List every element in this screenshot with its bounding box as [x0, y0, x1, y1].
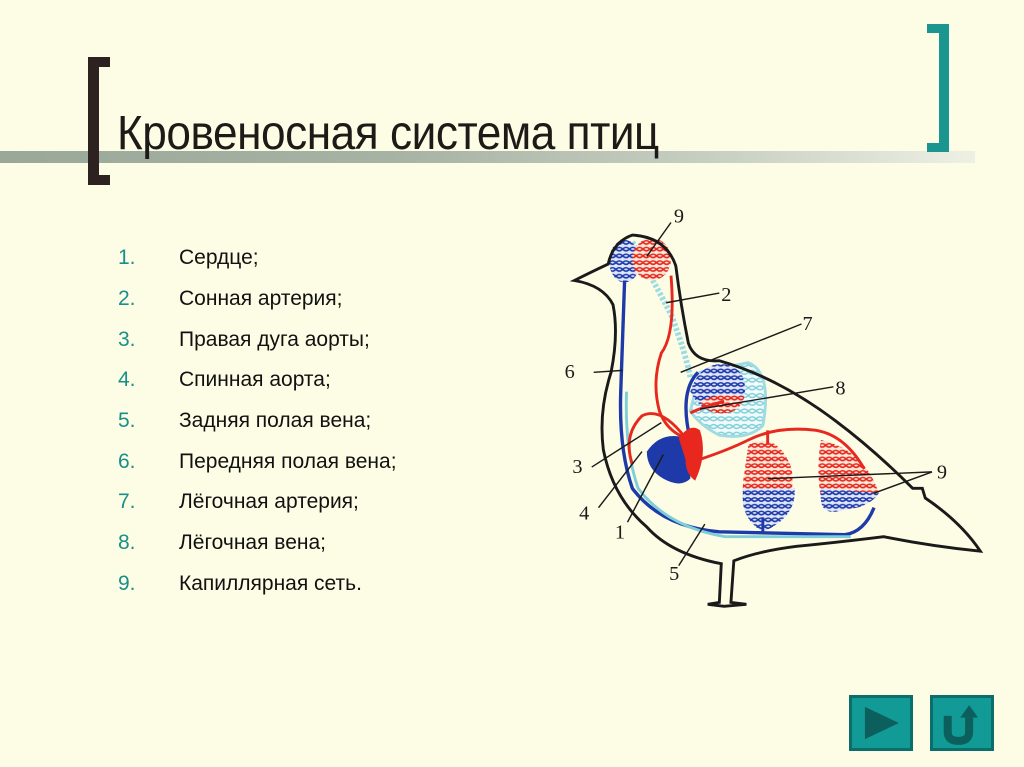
legend-item: 8. Лёгочная вена; [118, 523, 397, 564]
legend-item: 3. Правая дуга аорты; [118, 319, 397, 360]
legend-number: 4. [118, 368, 136, 392]
legend-number: 5. [118, 409, 136, 433]
legend-label: Передняя полая вена; [179, 449, 397, 473]
bird-circulatory-diagram: 9 2 7 6 8 3 9 4 1 5 [555, 195, 990, 627]
play-triangle-icon [864, 706, 899, 740]
svg-text:8: 8 [835, 378, 845, 400]
pulmonary-vein [689, 399, 725, 415]
u-turn-arrow-icon [943, 705, 979, 745]
legend-label: Сонная артерия; [179, 287, 343, 311]
svg-text:6: 6 [565, 361, 575, 383]
carotid-artery [654, 275, 687, 440]
legend-label: Лёгочная вена; [179, 531, 327, 555]
svg-text:9: 9 [937, 462, 947, 484]
return-button[interactable] [930, 695, 994, 751]
bird-outline [569, 233, 984, 608]
legend-number: 2. [118, 287, 136, 311]
title-divider-bar [0, 151, 975, 163]
legend-item: 5. Задняя полая вена; [118, 401, 397, 442]
legend-item: 1. Сердце; [118, 238, 397, 279]
legend-number: 3. [118, 327, 136, 351]
legend-item: 9. Капиллярная сеть. [118, 564, 397, 605]
heart [646, 436, 691, 484]
legend-label: Задняя полая вена; [179, 409, 372, 433]
legend-label: Капиллярная сеть. [179, 571, 362, 595]
svg-text:7: 7 [802, 313, 812, 335]
right-bracket-decoration [927, 24, 949, 152]
label-9-head: 9 [674, 206, 684, 228]
svg-text:4: 4 [579, 502, 589, 524]
legend-number: 7. [118, 490, 136, 514]
legend-label: Лёгочная артерия; [179, 490, 359, 514]
svg-text:5: 5 [669, 563, 679, 585]
legend-item: 7. Лёгочная артерия; [118, 482, 397, 523]
legend-label: Спинная аорта; [179, 368, 331, 392]
legend-number: 6. [118, 449, 136, 473]
legend-item: 4. Спинная аорта; [118, 360, 397, 401]
svg-text:3: 3 [572, 456, 582, 478]
svg-text:1: 1 [615, 522, 625, 544]
legend-number: 1. [118, 246, 136, 270]
legend-label: Правая дуга аорты; [179, 327, 370, 351]
next-slide-button[interactable] [849, 695, 913, 751]
aortic-arch [627, 412, 687, 465]
legend-list: 1. Сердце; 2. Сонная артерия; 3. Правая дуг… [118, 238, 397, 604]
legend-number: 9. [118, 571, 136, 595]
svg-text:2: 2 [721, 284, 731, 306]
legend-item: 6. Передняя полая вена; [118, 441, 397, 482]
dorsal-aorta [699, 427, 866, 470]
left-bracket-decoration [88, 57, 110, 185]
vena-cava-anterior [618, 280, 876, 537]
legend-item: 2. Сонная артерия; [118, 279, 397, 320]
slide-title: Кровеносная система птиц [117, 107, 659, 160]
legend-label: Сердце; [179, 246, 259, 270]
legend-number: 8. [118, 531, 136, 555]
